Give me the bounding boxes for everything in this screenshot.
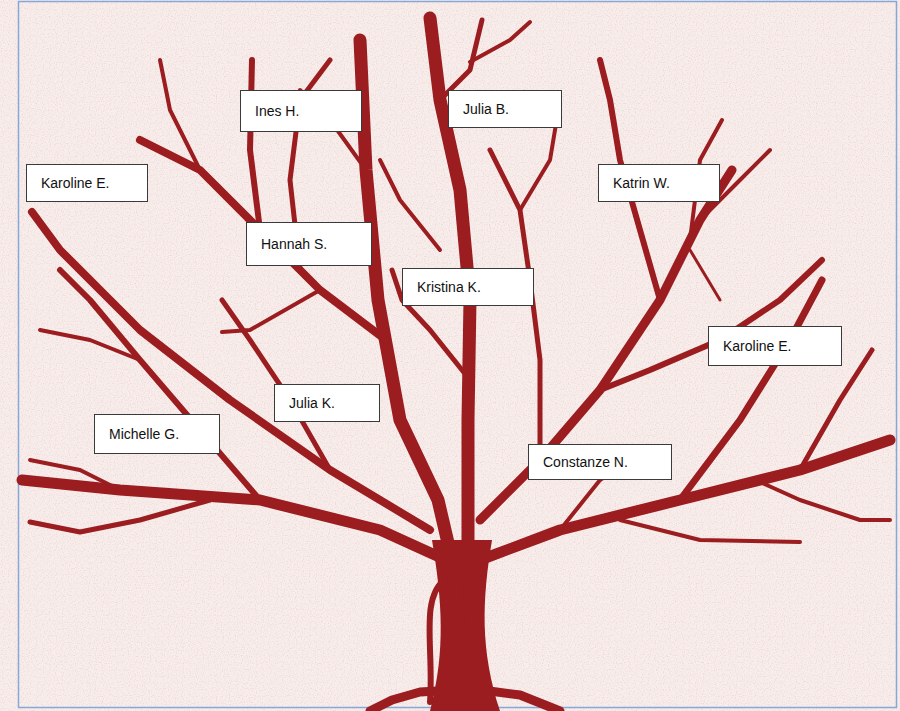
person-name: Hannah S.	[261, 236, 327, 252]
name-tag: Julia B.	[448, 90, 562, 128]
frame	[19, 2, 897, 708]
person-name: Constanze N.	[543, 454, 628, 470]
name-tag: Katrin W.	[598, 164, 720, 202]
tree	[22, 18, 890, 711]
name-tag: Karoline E.	[708, 326, 842, 366]
person-name: Kristina K.	[417, 279, 481, 295]
name-tag: Michelle G.	[94, 414, 220, 454]
name-tag: Hannah S.	[246, 222, 372, 266]
person-name: Karoline E.	[41, 175, 109, 191]
person-name: Michelle G.	[109, 426, 179, 442]
person-name: Karoline E.	[723, 338, 791, 354]
name-tag: Julia K.	[274, 384, 380, 422]
name-tag: Karoline E.	[26, 164, 148, 202]
person-name: Julia B.	[463, 101, 509, 117]
person-name: Katrin W.	[613, 175, 670, 191]
person-name: Ines H.	[255, 103, 299, 119]
name-tag: Ines H.	[240, 90, 362, 132]
name-tag: Kristina K.	[402, 268, 534, 306]
person-name: Julia K.	[289, 395, 335, 411]
name-tag: Constanze N.	[528, 444, 672, 480]
